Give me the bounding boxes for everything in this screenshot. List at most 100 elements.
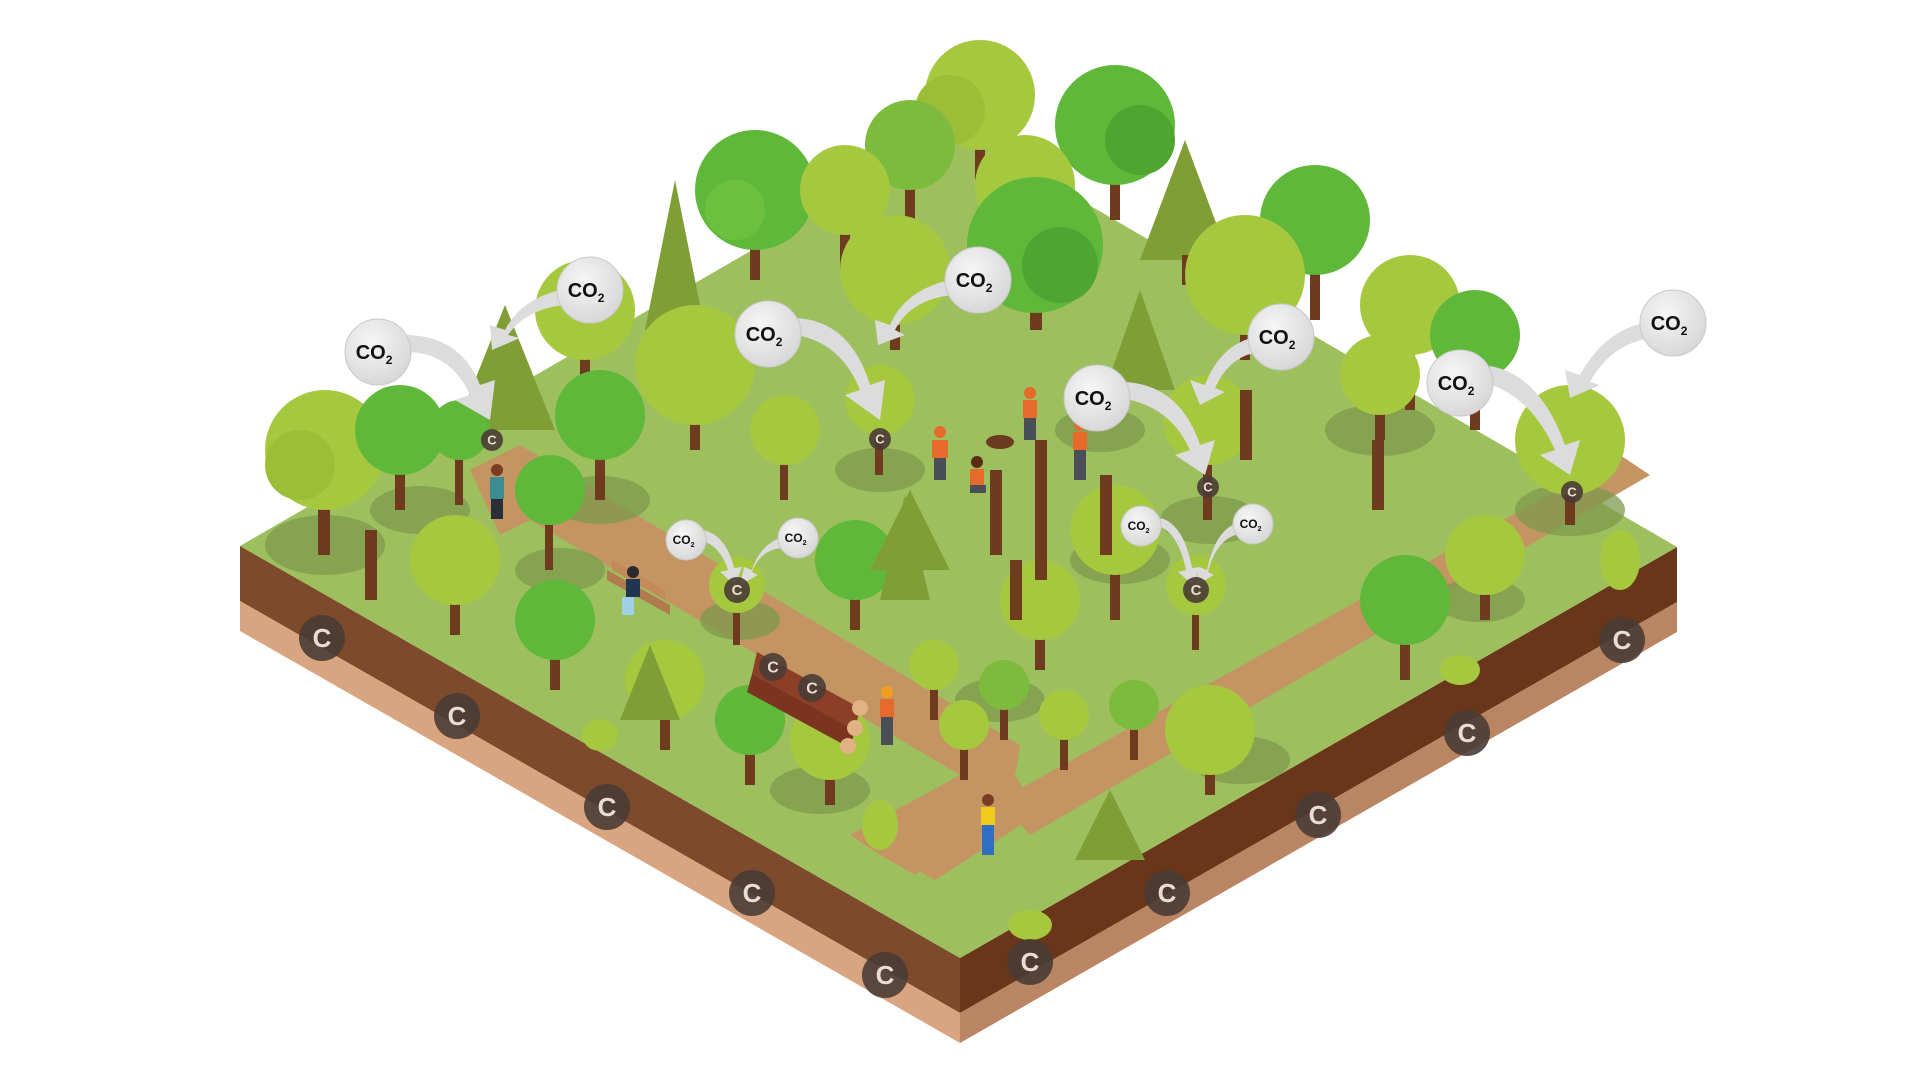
tree <box>909 640 959 720</box>
tree <box>939 700 989 780</box>
svg-text:C: C <box>1613 625 1632 655</box>
tree <box>515 455 585 570</box>
tree <box>1360 555 1450 680</box>
tree <box>430 400 490 505</box>
co2-bubble: CO2 <box>1120 505 1162 547</box>
svg-text:C: C <box>875 431 885 446</box>
carbon-icon: C <box>1183 577 1209 603</box>
co2-bubble: CO2 <box>734 300 802 368</box>
worker-kneeling <box>970 456 986 493</box>
svg-text:C: C <box>598 792 617 822</box>
tree <box>1055 65 1175 220</box>
tree <box>555 370 645 500</box>
co2-bubble: CO2 <box>944 246 1012 314</box>
svg-text:C: C <box>1458 718 1477 748</box>
hiker <box>981 794 995 855</box>
soil-dark-left-face <box>240 546 960 1013</box>
svg-text:C: C <box>1203 479 1213 494</box>
svg-text:C: C <box>876 960 895 990</box>
co2-label: CO2 <box>785 531 807 547</box>
tree <box>979 660 1029 740</box>
co2-bubble: CO2 <box>1063 364 1131 432</box>
svg-text:C: C <box>1158 878 1177 908</box>
carbon-icon: C <box>1599 617 1645 663</box>
carbon-icon: C <box>1197 476 1219 498</box>
co2-bubble: CO2 <box>777 517 819 559</box>
carbon-icon: C <box>481 429 503 451</box>
svg-text:C: C <box>1567 484 1577 499</box>
tree <box>355 385 445 510</box>
path-bottom <box>900 780 1060 880</box>
conifer <box>870 490 950 570</box>
svg-text:C: C <box>743 878 762 908</box>
co2-bubble: CO2 <box>1247 303 1315 371</box>
tree <box>515 580 595 690</box>
carbon-icon: C <box>1444 710 1490 756</box>
carbon-icon: C <box>1144 870 1190 916</box>
tree <box>750 395 820 500</box>
bushes <box>582 530 1640 940</box>
svg-text:C: C <box>767 660 779 677</box>
tree <box>815 520 895 630</box>
tree <box>695 130 815 280</box>
conifer <box>1105 290 1175 390</box>
co2-bubble: CO2 <box>1639 289 1707 357</box>
tree <box>1445 515 1525 620</box>
path-left <box>470 445 1020 855</box>
svg-text:C: C <box>1309 800 1328 830</box>
carbon-icon: C <box>869 428 891 450</box>
walker <box>490 464 504 519</box>
svg-text:C: C <box>1191 582 1202 599</box>
carbon-icon: C <box>584 784 630 830</box>
worker-digging <box>932 426 948 480</box>
tree <box>800 145 890 270</box>
log-carbon-badges: CC <box>759 653 826 702</box>
tree <box>1109 680 1159 760</box>
tree <box>1165 685 1255 795</box>
carbon-icon: C <box>1007 939 1053 985</box>
conifer <box>1075 790 1145 860</box>
grass-top <box>240 130 1677 958</box>
co2-bubble: CO2 <box>1232 503 1274 545</box>
tree <box>635 305 755 450</box>
co2-label: CO2 <box>673 533 695 549</box>
carbon-icon: C <box>862 952 908 998</box>
svg-text:C: C <box>806 681 818 698</box>
co2-bubble: CO2 <box>1426 349 1494 417</box>
bare-trunks <box>365 390 1384 620</box>
svg-text:C: C <box>487 432 497 447</box>
co2-label: CO2 <box>1240 517 1262 533</box>
conifer <box>645 180 705 330</box>
people <box>490 387 1087 855</box>
tree <box>265 390 385 555</box>
tree <box>865 100 955 220</box>
carbon-icon: C <box>759 653 787 681</box>
carbon-icon: C <box>729 870 775 916</box>
carbon-icon: C <box>299 615 345 661</box>
svg-text:C: C <box>448 701 467 731</box>
svg-text:C: C <box>313 623 332 653</box>
worker-with-dog <box>986 387 1037 449</box>
tree <box>410 515 500 635</box>
co2-bubble: CO2 <box>556 256 624 324</box>
forest-trees <box>265 40 1640 940</box>
svg-text:C: C <box>1021 947 1040 977</box>
svg-text:C: C <box>732 582 743 599</box>
person-on-bench <box>622 566 640 615</box>
tree <box>1039 690 1089 770</box>
carbon-icon: C <box>1295 792 1341 838</box>
co2-bubble: CO2 <box>344 318 412 386</box>
co2-label: CO2 <box>1128 519 1150 535</box>
tree <box>1340 335 1420 440</box>
soil-dark-right-face <box>960 547 1677 1013</box>
carbon-icon: C <box>724 577 750 603</box>
carbon-icon: C <box>798 674 826 702</box>
co2-arrows <box>400 280 1650 585</box>
tree-carbon-badges: C C C C C C <box>481 428 1583 603</box>
worker-chainsaw <box>880 686 894 745</box>
carbon-icon: C <box>1561 481 1583 503</box>
carbon-icon: C <box>434 693 480 739</box>
